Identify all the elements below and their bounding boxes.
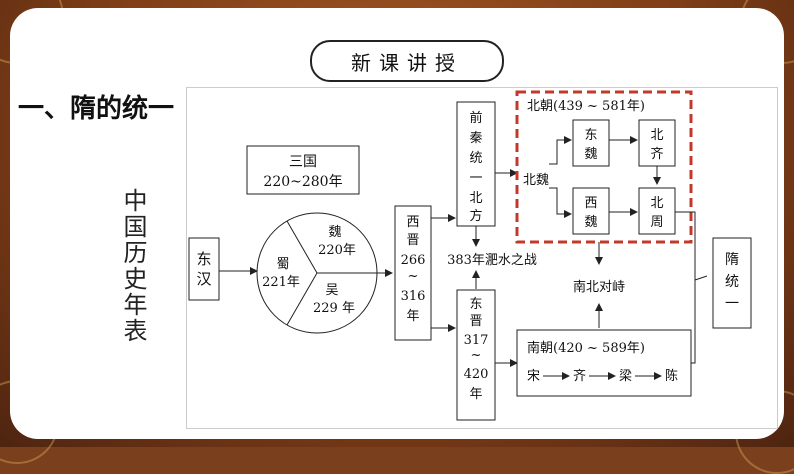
slide-canvas: 新课讲授 一、隋的统一 中国历史年表 东 汉 三国 220~280年 魏 xyxy=(10,8,784,439)
section-title: 一、隋的统一 xyxy=(18,94,175,124)
sui-box xyxy=(712,237,752,329)
nan-chao-box xyxy=(516,329,692,397)
qian-qin-label: 方 xyxy=(469,208,482,224)
nan-chao-qi: 齐 xyxy=(573,368,586,384)
xi-jin-year: 266 xyxy=(401,253,426,268)
dong-han-label: 汉 xyxy=(196,270,211,288)
dong-jin-label: 晋 xyxy=(469,314,482,329)
dong-jin-year: 年 xyxy=(469,387,482,402)
shu-label: 蜀 xyxy=(276,257,289,272)
chronology-svg: 东 汉 三国 220~280年 魏 220年 蜀 221年 吴 229 年 西 … xyxy=(188,90,752,421)
san-guo-label: 三国 xyxy=(289,154,317,170)
dong-wei-label: 魏 xyxy=(584,147,597,162)
xi-jin-label: 晋 xyxy=(406,233,419,248)
dong-han-box xyxy=(188,237,220,301)
sui-label: 一 xyxy=(725,296,739,312)
nan-chao-title: 南朝(420 ~ 589年) xyxy=(527,340,645,356)
xi-jin-year: 年 xyxy=(406,309,419,324)
divider xyxy=(286,272,318,326)
dong-jin-year: 317 xyxy=(464,333,489,348)
chronology-diagram: 东 汉 三国 220~280年 魏 220年 蜀 221年 吴 229 年 西 … xyxy=(186,87,778,429)
bei-qi-label: 齐 xyxy=(650,146,663,162)
san-guo-years: 220~280年 xyxy=(263,174,342,190)
bei-qi-label: 北 xyxy=(650,128,663,143)
lesson-header-label: 新课讲授 xyxy=(351,50,463,75)
dong-han-label: 东 xyxy=(196,250,211,268)
bei-qi-box xyxy=(638,119,676,167)
dong-jin-box xyxy=(456,289,496,421)
feishui-label: 383年淝水之战 xyxy=(447,253,537,268)
sui-label: 隋 xyxy=(725,252,739,268)
dong-jin-year: 420 xyxy=(464,367,489,382)
lesson-header: 新课讲授 xyxy=(310,40,504,82)
xi-jin-label: 西 xyxy=(406,215,419,230)
divider xyxy=(286,220,318,274)
dong-wei-box xyxy=(572,119,610,167)
xi-wei-label: 西 xyxy=(584,196,597,211)
qian-qin-label: 前 xyxy=(469,110,482,126)
qian-qin-label: 秦 xyxy=(469,131,482,146)
wu-year: 229 年 xyxy=(313,301,355,316)
bei-zhou-label: 周 xyxy=(650,215,663,230)
dong-jin-label: 东 xyxy=(469,297,482,312)
connector xyxy=(691,275,708,364)
xi-wei-label: 魏 xyxy=(584,215,597,230)
sui-label: 统 xyxy=(725,274,739,290)
bei-wei-label: 北魏 xyxy=(523,173,549,188)
arrow xyxy=(549,136,572,165)
qian-qin-box xyxy=(456,101,496,227)
bei-zhou-label: 北 xyxy=(650,196,663,211)
connector xyxy=(675,211,696,280)
wei-year: 220年 xyxy=(318,243,356,258)
bei-chao-title: 北朝(439 ~ 581年) xyxy=(527,99,645,114)
qian-qin-label: 北 xyxy=(469,191,482,206)
xi-wei-box xyxy=(572,187,610,235)
xi-jin-year: 316 xyxy=(401,289,426,304)
bei-zhou-box xyxy=(638,187,676,235)
qian-qin-label: 一 xyxy=(469,171,482,186)
dong-jin-year: ~ xyxy=(471,348,482,363)
shu-year: 221年 xyxy=(262,275,300,290)
qian-qin-label: 统 xyxy=(469,151,482,166)
nan-chao-song: 宋 xyxy=(527,369,540,384)
dong-wei-label: 东 xyxy=(584,128,597,143)
xi-jin-year: ~ xyxy=(408,269,419,284)
san-guo-box xyxy=(246,145,360,195)
timeline-side-title: 中国历史年表 xyxy=(119,188,147,344)
nan-chao-chen: 陈 xyxy=(665,368,678,384)
wu-label: 吴 xyxy=(325,283,338,298)
arrow xyxy=(549,187,572,218)
xi-jin-box xyxy=(394,205,432,341)
wei-label: 魏 xyxy=(328,225,341,240)
nan-chao-liang: 梁 xyxy=(619,369,632,384)
nan-bei-label: 南北对峙 xyxy=(573,279,625,295)
